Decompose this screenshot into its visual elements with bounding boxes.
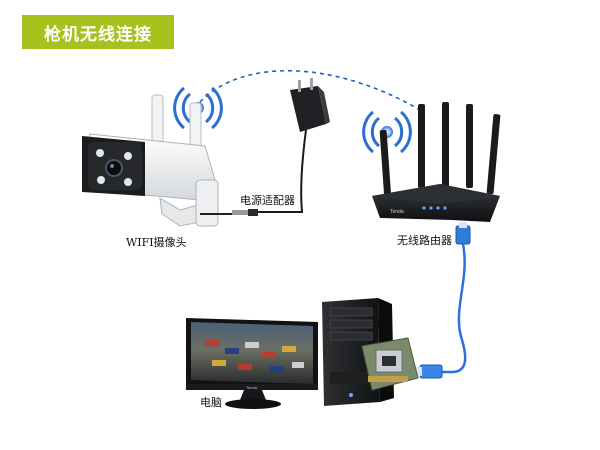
camera-icon: [82, 94, 232, 227]
monitor-icon: Tenda: [186, 318, 318, 409]
power-adapter-icon: [232, 78, 330, 216]
wireless-link-dashed: [199, 69, 421, 111]
title-text: 枪机无线连接: [44, 24, 152, 45]
router-brand: Tenda: [390, 209, 404, 215]
network-card-icon: [361, 337, 419, 391]
router-label: 无线路由器: [397, 234, 452, 247]
adapter-label: 电源适配器: [240, 194, 295, 207]
camera-label: WIFI摄像头: [126, 236, 187, 249]
rj45-plug-icon: [412, 364, 443, 379]
title-banner: 枪机无线连接: [22, 15, 174, 49]
wifi-signal-icon: [362, 110, 412, 154]
computer-label: 电脑: [200, 396, 222, 409]
ethernet-cable: [440, 222, 471, 374]
router-icon: Tenda: [372, 102, 501, 222]
monitor-brand: Tenda: [246, 385, 258, 390]
